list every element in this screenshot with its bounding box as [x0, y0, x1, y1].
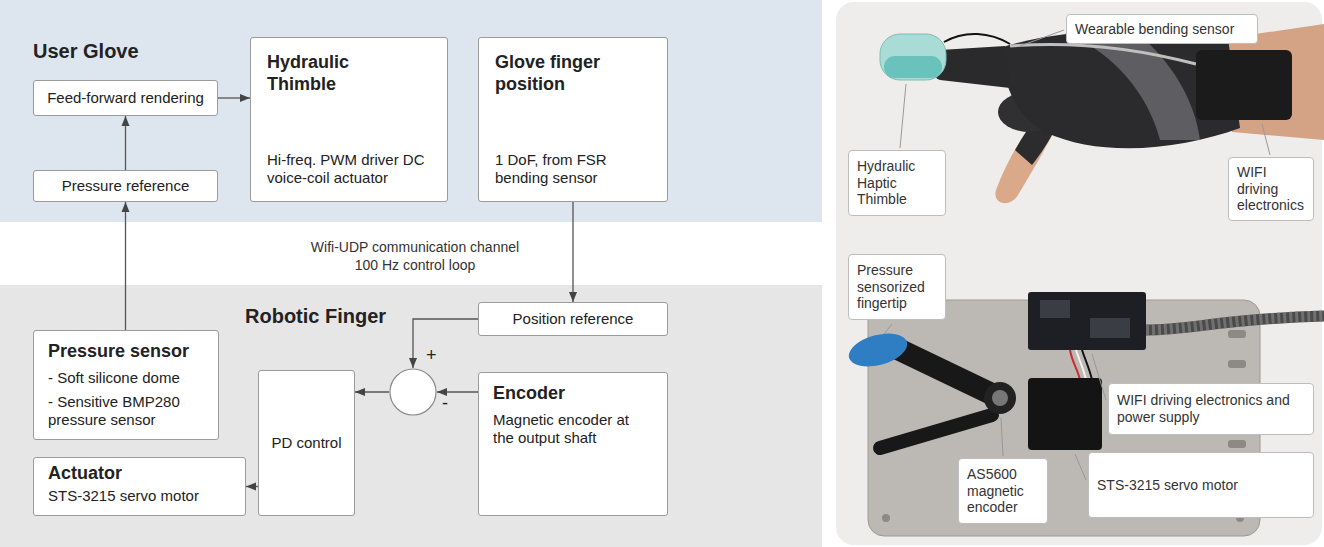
signal-arrow [246, 486, 258, 487]
box-title: Pressure sensor [48, 341, 204, 363]
box-text: - Soft silicone dome [48, 369, 204, 387]
photo-illustration [836, 2, 1322, 545]
photo-illustration [992, 390, 1008, 406]
process-box: Position reference [478, 302, 668, 336]
photo-illustration [1082, 350, 1092, 380]
box-title: Encoder [493, 383, 653, 405]
leader-line [1020, 30, 1064, 46]
photo-illustration [845, 328, 911, 373]
photo-illustration [984, 382, 1016, 414]
junction-outline [390, 369, 436, 415]
callout-text: Hydraulic Haptic Thimble [857, 158, 937, 208]
photo-illustration [1080, 36, 1200, 140]
component-box: ActuatorSTS-3215 servo motor [33, 457, 246, 516]
photo-illustration [998, 92, 1062, 132]
component-box: Hydraulic ThimbleHi-freq. PWM driver DC … [250, 37, 448, 202]
photo-illustration [1028, 378, 1102, 450]
photo-illustration [880, 415, 992, 448]
photo-illustration [1228, 440, 1246, 448]
photo-illustration [1040, 300, 1070, 318]
component-box: Pressure sensor - Soft silicone dome - Sen… [33, 330, 219, 440]
photo-illustration [1000, 31, 1240, 149]
callout-box: Pressure sensorized fingertip [848, 254, 946, 320]
photo-illustration [900, 350, 1000, 398]
callout-box: Hydraulic Haptic Thimble [848, 150, 946, 216]
box-text: PD control [271, 434, 341, 452]
photo-illustration [1228, 330, 1246, 338]
leader-line [1001, 418, 1003, 456]
sign-text: - [442, 394, 448, 412]
callout-box: WIFI driving electronics and power suppl… [1108, 383, 1314, 435]
photo-illustration [1028, 292, 1146, 350]
annotation-text: Wifi-UDP communication channel 100 Hz co… [300, 238, 530, 274]
photo-illustration [1146, 316, 1324, 330]
photo-illustration [933, 46, 1011, 88]
callout-box: Wearable bending sensor [1066, 14, 1258, 44]
signal-arrow [437, 391, 478, 392]
leader-line [1092, 354, 1106, 400]
process-box: Pressure reference [33, 170, 218, 202]
box-title: Hydraulic Thimble [267, 52, 387, 95]
panel-title: User Glove [33, 40, 139, 63]
signal-arrow [125, 116, 126, 170]
signal-arrow [355, 391, 389, 392]
box-text: Feed-forward rendering [47, 89, 204, 107]
callout-text: Pressure sensorized fingertip [857, 262, 937, 312]
box-text: Position reference [513, 310, 634, 328]
photo-illustration [1015, 116, 1060, 165]
process-box: Feed-forward rendering [33, 80, 218, 116]
panel-band [0, 0, 822, 222]
photo-illustration [1090, 318, 1130, 338]
callout-box: AS5600 magnetic encoder [958, 458, 1048, 524]
summing-junction: +- [389, 368, 437, 416]
box-text: Hi-freq. PWM driver DC voice-coil actuat… [267, 151, 431, 187]
leader-line [884, 324, 892, 334]
component-box: EncoderMagnetic encoder at the output sh… [478, 372, 668, 516]
leader-line [1075, 454, 1086, 480]
panel-band [0, 0, 822, 547]
panel-title: Robotic Finger [245, 305, 386, 328]
photo-illustration [1228, 360, 1246, 368]
leader-line [900, 84, 906, 148]
box-text: Magnetic encoder at the output shaft [493, 411, 653, 447]
box-text: STS-3215 servo motor [48, 487, 231, 505]
callout-box: STS-3215 servo motor [1088, 452, 1314, 518]
panel-band [0, 285, 822, 547]
photo-illustration [1146, 316, 1324, 330]
process-box: PD control [258, 370, 355, 516]
sign-text: + [426, 346, 437, 364]
box-title: Glove finger position [495, 52, 630, 95]
group-band: User GloveFeed-forward rendering Hydrauli… [0, 0, 822, 222]
photo-illustration [836, 2, 1324, 545]
photo-illustration [995, 118, 1060, 203]
callout-box: WIFI driving electronics [1228, 157, 1314, 221]
box-title: Actuator [48, 463, 231, 485]
photo-illustration [884, 56, 942, 78]
photo-illustration [1196, 50, 1292, 120]
photo-illustration [880, 34, 946, 80]
leader-line [1262, 124, 1270, 155]
box-text: 1 DoF, from FSR bending sensor [495, 151, 651, 187]
box-text: - Sensitive BMP280 pressure sensor [48, 393, 204, 429]
callout-text: STS-3215 servo motor [1097, 477, 1238, 494]
photo-illustration [1076, 350, 1086, 380]
signal-arrow [125, 202, 126, 330]
component-box: Glove finger position 1 DoF, from FSR ben… [478, 37, 668, 202]
callout-text: WIFI driving electronics and power suppl… [1117, 392, 1305, 426]
callout-text: WIFI driving electronics [1237, 164, 1305, 214]
group-band: Robotic FingerPressure sensor - Soft sili… [0, 285, 822, 547]
signal-arrow [413, 319, 478, 368]
photo-illustration [1070, 350, 1080, 380]
junction-outline [389, 368, 437, 416]
photo-illustration [1010, 44, 1196, 64]
signal-arrow [572, 202, 573, 302]
box-text: Pressure reference [62, 177, 190, 195]
photo-illustration [944, 34, 1010, 44]
callout-text: Wearable bending sensor [1075, 21, 1234, 38]
photo-illustration [882, 514, 890, 522]
callout-text: AS5600 magnetic encoder [967, 466, 1039, 516]
signal-arrow [218, 97, 250, 98]
